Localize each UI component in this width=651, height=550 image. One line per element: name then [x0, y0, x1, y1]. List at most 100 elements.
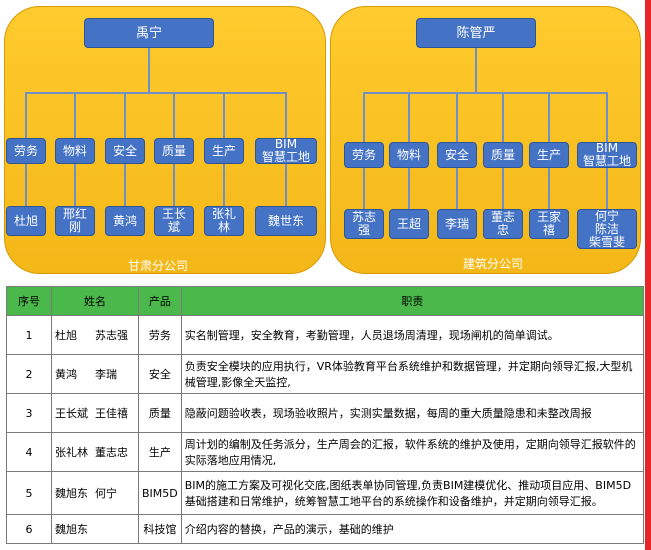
- right-role-box: 质量: [483, 142, 523, 168]
- right-role-box: 物料: [389, 142, 429, 168]
- left-staff-connector: [25, 164, 27, 206]
- right-head-connector: [475, 48, 477, 92]
- person-name-primary: 魏旭东: [55, 523, 88, 536]
- right-staff-connector: [456, 168, 458, 209]
- left-staff-box: 邢红 刚: [55, 206, 95, 236]
- right-role-connector: [408, 92, 410, 142]
- right-staff-box: 王超: [389, 209, 429, 239]
- person-name-secondary: 王佳禧: [95, 407, 128, 420]
- row-name-cell: 魏旭东何宁: [51, 471, 139, 515]
- right-role-box: 安全: [437, 142, 477, 168]
- left-staff-connector: [223, 164, 225, 206]
- row-product-cell: 安全: [138, 354, 182, 394]
- left-staff-box: 魏世东: [255, 206, 317, 236]
- left-role-connector: [25, 92, 27, 138]
- right-role-connector: [456, 92, 458, 142]
- left-role-box: 安全: [105, 138, 145, 164]
- left-role-connector: [173, 92, 175, 138]
- left-staff-box: 黄鸿: [105, 206, 145, 236]
- row-no-cell: 6: [6, 514, 52, 544]
- right-staff-connector: [606, 168, 608, 209]
- left-staff-connector: [173, 164, 175, 206]
- right-staff-box: 董志 忠: [483, 209, 523, 239]
- person-name-primary: 黄鸿: [55, 368, 77, 381]
- row-duty-cell: 周计划的编制及任务派分，生产周会的汇报，软件系统的维护及使用，定期向领导汇报软件…: [180, 432, 645, 472]
- row-duty-cell: BIM的施工方案及可视化交底,图纸表单协同管理,负责BIM建模优化、推动项目应用…: [180, 471, 645, 515]
- left-branch-bus: [26, 92, 286, 94]
- right-role-box: BIM 智慧工地: [577, 142, 637, 168]
- row-duty-cell: 负责安全模块的应用执行，VR体验教育平台系统维护和数据管理，并定期向领导汇报,大…: [180, 354, 645, 394]
- right-branch-bus: [364, 92, 607, 94]
- left-staff-connector: [124, 164, 126, 206]
- left-role-box: BIM 智慧工地: [255, 138, 317, 164]
- right-role-connector: [548, 92, 550, 142]
- person-name-primary: 杜旭: [55, 329, 77, 342]
- person-name-primary: 魏旭东: [55, 487, 88, 500]
- header-duty: 职责: [180, 286, 645, 316]
- left-role-box: 物料: [55, 138, 95, 164]
- person-name-primary: 张礼林: [55, 446, 88, 459]
- row-no-cell: 1: [6, 315, 52, 355]
- left-head-box: 禹宁: [84, 18, 214, 48]
- right-edge-bar: [645, 0, 651, 550]
- left-role-connector: [124, 92, 126, 138]
- table-header-row: 序号 姓名 产品 职责: [6, 286, 645, 316]
- row-no-cell: 2: [6, 354, 52, 394]
- row-name-cell: 魏旭东: [51, 514, 139, 544]
- left-staff-box: 张礼 林: [204, 206, 244, 236]
- right-role-box: 劳务: [344, 142, 384, 168]
- row-product-cell: 科技馆: [138, 514, 182, 544]
- row-duty-cell: 隐蔽问题验收表，现场验收照片，实测实量数据，每周的重大质量隐患和未整改周报: [180, 393, 645, 433]
- right-role-connector: [606, 92, 608, 142]
- person-name-secondary: 何宁: [95, 487, 117, 500]
- left-branch-label: 甘肃分公司: [128, 259, 189, 273]
- right-staff-box: 李瑞: [437, 209, 477, 239]
- row-name-cell: 张礼林董志忠: [51, 432, 139, 472]
- right-role-connector: [502, 92, 504, 142]
- header-no: 序号: [6, 286, 52, 316]
- row-no-cell: 3: [6, 393, 52, 433]
- left-staff-connector: [74, 164, 76, 206]
- right-staff-box: 王家 禧: [529, 209, 569, 239]
- row-product-cell: BIM5D: [138, 471, 182, 515]
- row-no-cell: 4: [6, 432, 52, 472]
- right-head-box: 陈管严: [416, 18, 536, 48]
- header-product: 产品: [138, 286, 182, 316]
- left-head-connector: [148, 48, 150, 92]
- left-role-box: 劳务: [6, 138, 46, 164]
- left-role-connector: [285, 92, 287, 138]
- left-role-box: 质量: [154, 138, 194, 164]
- left-role-connector: [223, 92, 225, 138]
- left-staff-box: 王长 斌: [154, 206, 194, 236]
- row-duty-cell: 介绍内容的替换，产品的演示，基础的维护: [180, 514, 645, 544]
- left-role-connector: [74, 92, 76, 138]
- row-duty-cell: 实名制管理，安全教育，考勤管理，人员退场周清理，现场闸机的简单调试。: [180, 315, 645, 355]
- right-role-box: 生产: [529, 142, 569, 168]
- left-staff-connector: [285, 164, 287, 206]
- header-name: 姓名: [51, 286, 139, 316]
- person-name-primary: 王长斌: [55, 407, 88, 420]
- person-name-secondary: 苏志强: [95, 329, 128, 342]
- right-staff-connector: [502, 168, 504, 209]
- row-name-cell: 黄鸿 李瑞: [51, 354, 139, 394]
- person-name-secondary: 董志忠: [95, 446, 128, 459]
- row-product-cell: 生产: [138, 432, 182, 472]
- right-branch-label: 建筑分公司: [463, 257, 524, 271]
- right-staff-connector: [363, 168, 365, 209]
- row-no-cell: 5: [6, 471, 52, 515]
- row-product-cell: 质量: [138, 393, 182, 433]
- right-staff-connector: [548, 168, 550, 209]
- person-name-secondary: 李瑞: [95, 368, 117, 381]
- left-staff-box: 杜旭: [6, 206, 46, 236]
- right-role-connector: [363, 92, 365, 142]
- left-role-box: 生产: [204, 138, 244, 164]
- row-name-cell: 杜旭 苏志强: [51, 315, 139, 355]
- org-chart: 禹宁劳务杜旭 物料邢红 刚 安全黄鸿 质量王长 斌 生产张礼 林 BIM 智慧工地魏世东甘…: [4, 6, 641, 274]
